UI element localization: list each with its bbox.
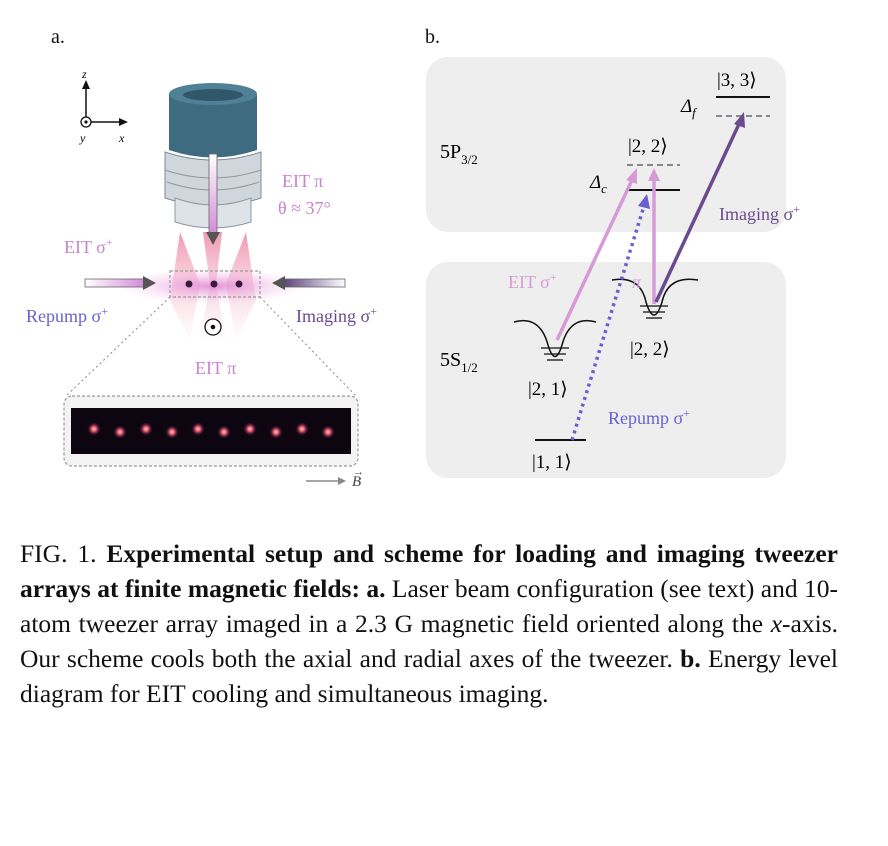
atom-spot [321,425,335,439]
ket-11-label: |1, 1⟩ [532,452,572,473]
fluorescence-image [71,408,351,454]
caption-a-text: Laser beam configuration (see text) and … [20,574,839,638]
b-field-arrow: B → [306,466,364,490]
delta-c-label: Δc [589,172,607,196]
eit-sigma-b-label: EIT σ+ [508,270,557,292]
eit-sigma-transition [555,168,637,341]
eit-pi-bottom-label: EIT π [195,358,236,378]
excited-manifold-box [426,57,786,232]
caption-fig: FIG. 1. [20,539,97,568]
atom-3 [235,280,243,288]
atom-spot [191,422,205,436]
repump-transition [570,194,650,441]
imaging-sigma-arrow [272,276,346,290]
delta-f-label: Δf [680,96,698,120]
atom-spots [87,422,335,439]
state-s-label: 5S1/2 [440,349,478,375]
repump-left-label: Repump σ+ [26,304,108,326]
caption-a-label: a. [366,574,386,603]
caption-a-axis: x [770,609,783,638]
atom-spot [139,422,153,436]
ket-21-label: |2, 1⟩ [528,379,568,400]
ket-22-bottom-label: |2, 2⟩ [630,339,670,360]
atom-spot [165,425,179,439]
caption-title: Experimental setup and scheme for loadin… [20,539,839,603]
ground-manifold-box [426,262,786,478]
atom-spot [87,422,101,436]
caption-a-text2: -axis. Our scheme cools both the axial a… [20,609,838,673]
atom-spot [243,422,257,436]
eit-sigma-left-label: EIT σ+ [64,235,113,257]
atom-spot [113,425,127,439]
eit-pi-top-label: EIT π [282,171,323,191]
ket-22-top-label: |2, 2⟩ [628,136,668,157]
panel-b-label: b. [425,26,440,48]
eit-pi-transition [648,168,660,304]
eit-sigma-arrow [84,276,156,290]
atom-region-box [169,270,261,298]
well-21 [513,320,597,361]
panel-a-label: a. [51,26,65,48]
imaging-transition [654,112,745,303]
figure-caption: FIG. 1. Experimental setup and scheme fo… [20,536,838,711]
well-22 [611,278,699,319]
axis-x-label: x [118,131,125,145]
imaging-right-label: Imaging σ+ [296,304,377,326]
caption-b-text: Energy level diagram for EIT cooling and… [20,644,839,708]
imaging-b-label: Imaging σ+ [719,202,800,224]
state-p-label: 5P3/2 [440,141,478,167]
repump-b-label: Repump σ+ [608,406,690,428]
b-field-label: B [352,474,361,490]
atom-spot [295,422,309,436]
ket-33-label: |3, 3⟩ [717,70,757,91]
atom-spot [269,425,283,439]
svg-text:→: → [353,466,364,478]
atom-2 [210,280,218,288]
zoom-line-left [65,296,171,397]
theta-label: θ ≈ 37° [278,198,331,218]
atom-1 [185,280,193,288]
pi-b-label: π [632,272,642,292]
caption-b-label: b. [680,644,701,673]
axis-triad: z y x [79,67,128,145]
axis-y-label: y [79,131,86,145]
axis-z-label: z [81,67,87,81]
figure-graphic: z y x EIT π θ ≈ 37° E [26,57,800,490]
eit-pi-down-arrow [206,153,220,245]
atom-spot [217,425,231,439]
